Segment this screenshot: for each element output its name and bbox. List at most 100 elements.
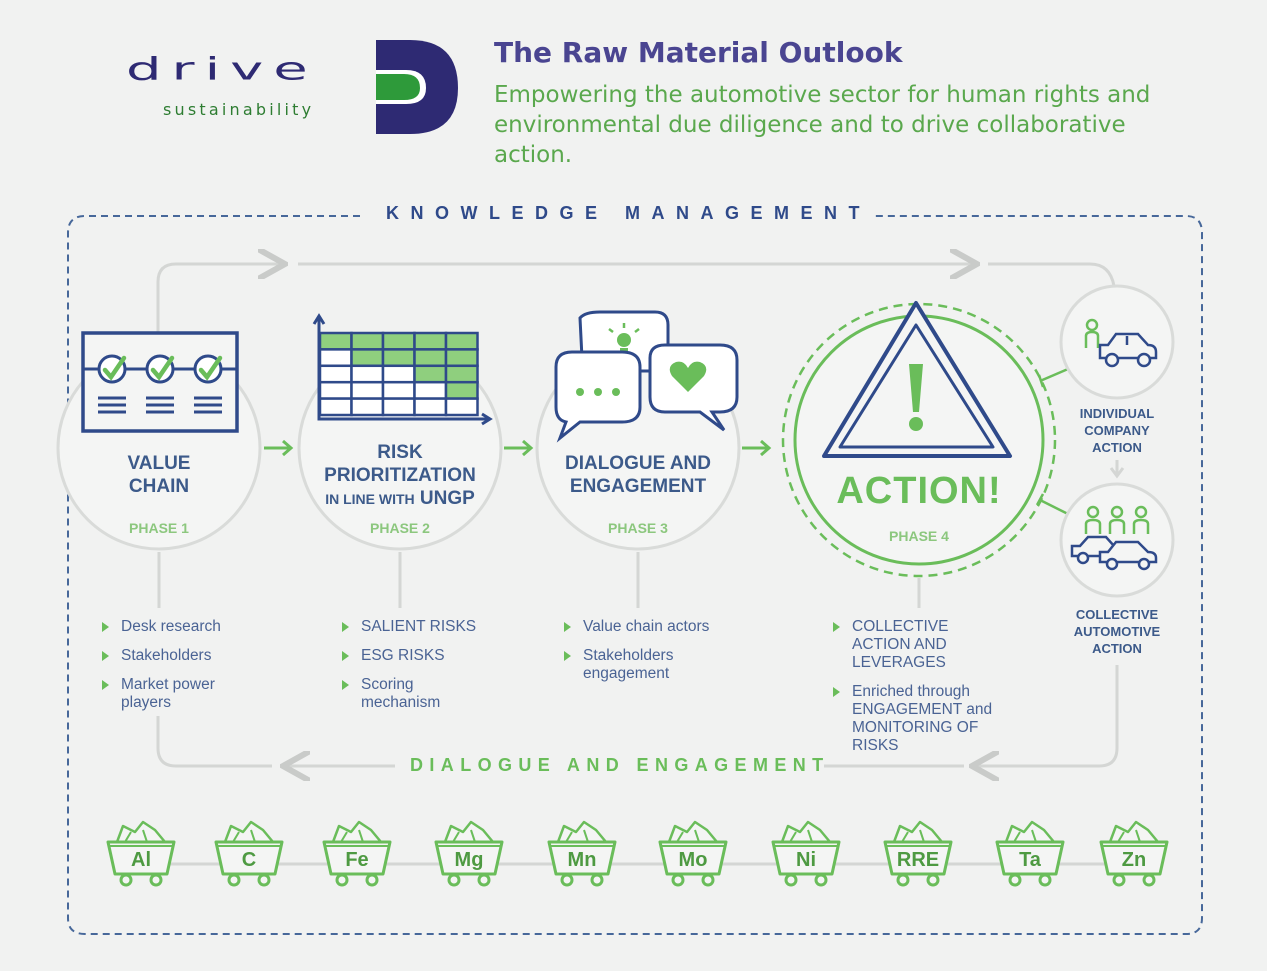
list-item: COLLECTIVE ACTION AND LEVERAGES: [832, 618, 1002, 672]
individual-action-label-line: COMPANY: [1084, 423, 1150, 438]
risk-grid-cell: [350, 348, 385, 368]
top-loop-line: [156, 264, 1116, 345]
phase-4-outer-dashed: [781, 302, 1057, 578]
phase-3-title-line: DIALOGUE AND: [564, 453, 712, 474]
mining-cart-icon: [547, 820, 617, 887]
action-connectors: [1035, 367, 1069, 516]
phase-2-title-line: RISK: [377, 442, 423, 463]
material-label: Ta: [1019, 849, 1041, 871]
group-cars-icon: [1070, 505, 1158, 571]
speech-bubbles-icon: [554, 310, 739, 443]
collective-action-label-line: COLLECTIVE: [1075, 607, 1159, 622]
mining-cart-icon: [434, 820, 504, 887]
individual-action-label: INDIVIDUAL COMPANY ACTION: [1057, 405, 1177, 456]
list-item: Enriched through ENGAGEMENT and MONITORI…: [832, 683, 1022, 755]
material-label: Mo: [678, 849, 708, 871]
risk-grid-cell: [350, 397, 385, 417]
material-carts: [106, 820, 1169, 887]
risk-grid-cell: [444, 331, 479, 351]
phase-1-label: PHASE 1: [129, 520, 189, 536]
list-item: ESG RISKS: [341, 647, 491, 665]
phase-1-title: VALUE CHAIN: [89, 452, 229, 498]
phase-3-label: PHASE 3: [608, 520, 668, 536]
person-car-icon: [1084, 318, 1158, 368]
risk-grid-cell: [381, 364, 416, 384]
phase-3-title-line: ENGAGEMENT: [569, 476, 707, 497]
phase-2-title-line: PRIORITIZATION: [324, 465, 476, 486]
page-subtitle: Empowering the automotive sector for hum…: [494, 82, 1151, 168]
risk-grid-cell: [381, 331, 416, 351]
risk-matrix-icon: [312, 313, 493, 426]
risk-grid-cell: [413, 348, 448, 368]
risk-grid-cell: [444, 364, 479, 384]
mining-cart-icon: [658, 820, 728, 887]
risk-grid-cell: [413, 364, 448, 384]
mining-cart-icon: [995, 820, 1065, 887]
phase-2-label: PHASE 2: [370, 520, 430, 536]
phase-2-title: RISK PRIORITIZATION IN LINE WITH UNGP: [300, 441, 500, 511]
knowledge-management-label: KNOWLEDGE MANAGEMENT: [386, 203, 872, 224]
list-item: Desk research: [101, 618, 251, 636]
material-label: RRE: [896, 849, 940, 871]
list-item: Market power players: [101, 676, 221, 712]
logo-tagline: sustainability: [163, 100, 315, 119]
material-label: Al: [131, 849, 151, 871]
side-down-arrow: [1109, 460, 1125, 479]
list-item: SALIENT RISKS: [341, 618, 491, 636]
individual-action-label-line: ACTION: [1092, 440, 1142, 455]
mining-cart-icon: [214, 820, 284, 887]
risk-grid-cell: [413, 397, 448, 417]
list-item: Stakeholders engagement: [563, 647, 683, 683]
mining-cart-icon: [322, 820, 392, 887]
list-item: Stakeholders: [101, 647, 251, 665]
mining-cart-icon: [106, 820, 176, 887]
list-item: Value chain actors: [563, 618, 723, 636]
drive-logo-mark: [376, 40, 458, 134]
material-label: Fe: [345, 849, 369, 871]
individual-action-label-line: INDIVIDUAL: [1079, 406, 1155, 421]
risk-grid-axes: [312, 313, 493, 426]
phase-1-title-line: CHAIN: [128, 476, 190, 497]
phase-arrows: [264, 439, 772, 457]
risk-grid-cell: [444, 397, 479, 417]
risk-grid-cell: [381, 348, 416, 368]
risk-grid-cell: [444, 348, 479, 368]
risk-grid-cell: [318, 380, 353, 400]
material-label: Zn: [1121, 849, 1147, 871]
risk-grid-cell: [413, 380, 448, 400]
phase-4-title: ACTION!: [836, 470, 1002, 512]
dialogue-engagement-label: DIALOGUE AND ENGAGEMENT: [410, 755, 830, 775]
material-label: C: [241, 849, 257, 871]
collective-action-label-line: AUTOMOTIVE: [1073, 624, 1161, 639]
risk-grid-cell: [444, 380, 479, 400]
risk-grid-cell: [381, 397, 416, 417]
risk-grid-cell: [350, 331, 385, 351]
mining-cart-icon: [883, 820, 953, 887]
logo-wordmark: drive: [126, 51, 318, 87]
bottom-loop-line: [156, 665, 1119, 766]
warning-triangle-icon: [822, 301, 1012, 458]
individual-action-circle: [1059, 284, 1175, 400]
material-label: Mg: [454, 849, 484, 871]
material-label: Ni: [796, 849, 816, 871]
risk-grid-cell: [318, 364, 353, 384]
phase-2-title-small: IN LINE WITH: [325, 491, 415, 507]
list-item: Scoring mechanism: [341, 676, 441, 712]
phase-stems: [157, 552, 921, 608]
collective-action-label-line: ACTION: [1092, 641, 1142, 656]
risk-grid-cell: [350, 380, 385, 400]
phase-3-title: DIALOGUE AND ENGAGEMENT: [548, 452, 728, 498]
phase-2-title-ungp: UNGP: [419, 488, 475, 509]
phase-1-title-line: VALUE: [127, 453, 191, 474]
mining-cart-icon: [771, 820, 841, 887]
phase-4-bullets: COLLECTIVE ACTION AND LEVERAGES Enriched…: [832, 618, 1017, 766]
mining-cart-icon: [1099, 820, 1169, 887]
risk-grid-cell: [350, 364, 385, 384]
risk-grid-cell: [413, 331, 448, 351]
phase-4-label: PHASE 4: [889, 528, 949, 544]
phase-2-bullets: SALIENT RISKS ESG RISKS Scoring mechanis…: [341, 618, 491, 723]
risk-grid-cell: [318, 397, 353, 417]
phase-3-bullets: Value chain actors Stakeholders engageme…: [563, 618, 723, 694]
